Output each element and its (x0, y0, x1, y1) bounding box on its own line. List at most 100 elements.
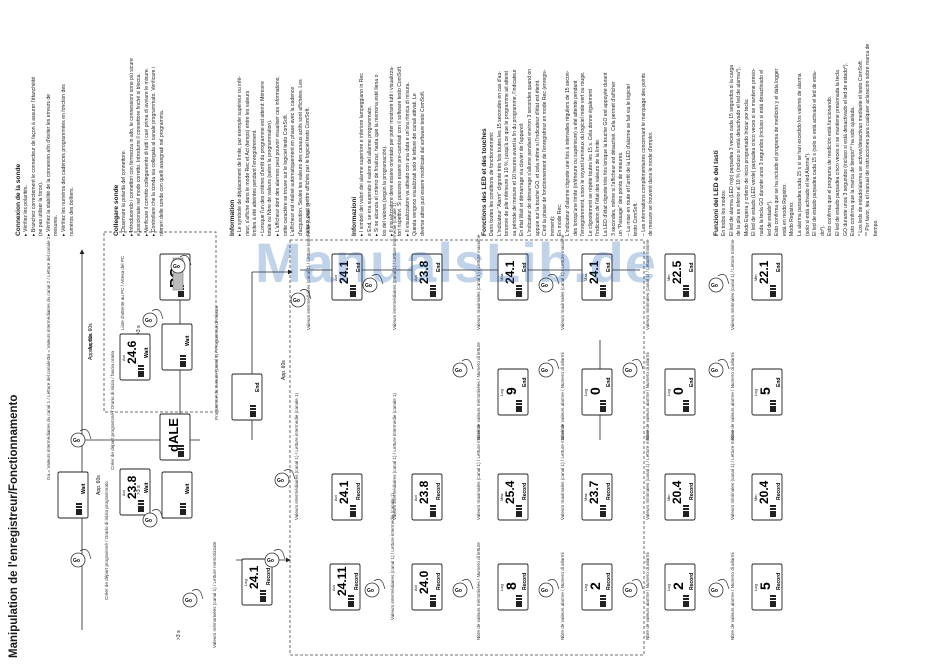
text-line: Modo Espera y criterio de inicio program… (743, 98, 750, 236)
svg-text:Go: Go (185, 598, 192, 604)
section-fonctions: Fonctions des LED et des touches Dans to… (480, 69, 656, 236)
svg-text:20.4: 20.4 (670, 480, 684, 504)
text-line: ▸ Introducendo i connettori con fermezza… (128, 58, 135, 236)
svg-text:23.8: 23.8 (125, 475, 139, 499)
svg-text:Log: Log (666, 389, 671, 396)
caption-count-h: Nbre de valeurs alarme / Numero di allar… (730, 352, 735, 440)
svg-text:24.6: 24.6 (125, 340, 139, 364)
caption-count-c: Nbre de valeurs alarme / Numero di allar… (560, 552, 565, 640)
svg-text:End: End (522, 378, 528, 387)
note-app-60s: App. 60s (96, 475, 102, 495)
svg-text:dALE: dALE (166, 418, 181, 452)
svg-text:Record: Record (776, 483, 782, 500)
informazioni-body: ▸ I simboli dei valori dei alarme superi… (359, 66, 427, 236)
lcd-end-program: End (231, 373, 263, 421)
svg-text:22.1: 22.1 (757, 260, 771, 284)
text-line: ▸ Osservare la polarità del connettore. (121, 149, 127, 236)
text-line: ▸ Vérifiez les numéros des cadences prog… (60, 84, 67, 236)
svg-text:22.5: 22.5 (670, 260, 684, 284)
text-line: ▸ Vérifiez les polarités. (23, 185, 29, 236)
svg-text:Min: Min (666, 495, 671, 501)
text-line: ** Por favor, lea el manual de instrucci… (865, 43, 872, 236)
text-line: testo ComSoft. (633, 202, 640, 236)
text-line: L'afficheur est réalisé automatiquement … (290, 86, 297, 236)
text-line: nada la tecla GO durante unos 3 segundos… (758, 69, 765, 236)
text-line: e posizionate nel modo corretto. Introdu… (136, 73, 143, 236)
text-line: – Les informations complémentaires conce… (640, 73, 647, 236)
funzioni-title: Funzioni del LED e dei tasti (713, 150, 720, 236)
svg-text:End: End (356, 263, 362, 272)
svg-text:Go: Go (541, 283, 548, 289)
text-line: de mesure se trouvent dans le mode d'emp… (648, 131, 655, 236)
text-line: Questa vengono visualizzati solo le lett… (412, 93, 419, 236)
svg-text:24.1: 24.1 (247, 565, 261, 589)
svg-text:End: End (606, 263, 612, 272)
text-line: Esto confirma que se ha incluido el prog… (774, 68, 781, 236)
text-line: Dans toutes les conditions de fonctionne… (489, 131, 495, 236)
text-line: appuie sur la touche GO, et cela même si… (534, 79, 541, 236)
text-line: L'indicateur d'alarme clignote une fois … (564, 70, 571, 236)
svg-text:24.1: 24.1 (337, 480, 351, 504)
svg-text:Go: Go (455, 368, 462, 374)
text-line: GO durante unos 3 segundos (incluso si e… (842, 62, 849, 236)
svg-text:23.8: 23.8 (417, 480, 431, 504)
text-line: En todos los modos: (721, 189, 727, 236)
svg-text:Go: Go (541, 588, 548, 594)
text-line: ▸ L'afficheur dont des alarmes peut pouv… (274, 76, 281, 236)
text-line: l'enregistrement, sinon le voyant lumine… (580, 71, 587, 236)
svg-text:Record: Record (522, 573, 528, 590)
svg-text:24.1: 24.1 (337, 260, 351, 284)
text-line: de la pila es inferior al 10 % (incluso … (736, 66, 743, 236)
svg-text:Record: Record (689, 483, 695, 500)
svg-text:Wait: Wait (185, 335, 191, 346)
caption-channel-2: Go = Valeurs intermédiaires du canal 2 /… (46, 236, 51, 360)
caption-pc-wait: Liste d'attente au PC / Attesa del PC (120, 255, 125, 330)
text-line: * Los leds de estado/alarma se activan/d… (857, 59, 864, 236)
text-line: La alarma parpadea cada 15 s si se han e… (796, 73, 803, 236)
text-line: rieur, s'affiche dans le mode Rec et Act… (244, 90, 251, 236)
caption-start-programmed: Créer de départ programmé / Orario di in… (104, 481, 109, 600)
svg-text:End: End (776, 263, 782, 272)
text-line: Esto confirma que la marca de tiempo** h… (850, 106, 857, 236)
lcd-wait-start: Wait (57, 471, 89, 519)
text-line: 3 secondes, même si l'afficheur est désa… (610, 81, 617, 236)
information-body: ▸ Le symbole de déplacement de limite, p… (237, 76, 313, 236)
svg-text:Go: Go (367, 588, 374, 594)
connexion-title: Connexion de la sonde (15, 163, 22, 236)
svg-text:Act: Act (413, 494, 418, 501)
text-line: ▸ Vérifiez la stabilité de la connexion … (45, 94, 52, 236)
text-line: numeri delle sonde con quelli assegnati … (158, 109, 165, 236)
svg-text:End: End (606, 378, 612, 387)
text-line: ▸ Controllare che la sonda sia collegata… (151, 66, 158, 236)
text-line: La LED d'état clignote très fois lorsque… (602, 72, 609, 236)
collegare-title: Collegare sonde (113, 184, 120, 236)
svg-text:9: 9 (503, 387, 519, 395)
caption-count-e: Nbre de valeurs alarme / Numero di allar… (645, 552, 650, 640)
svg-text:Record: Record (689, 573, 695, 590)
information-title: Information (229, 199, 236, 236)
funzioni-body: En todos los modos:El led de alarma (LED… (721, 44, 880, 236)
svg-text:Record: Record (354, 573, 360, 590)
text-line: El led de estado (LED verde) parpadea ci… (751, 68, 758, 236)
svg-text:Wait: Wait (81, 483, 87, 494)
text-line: sa période de mesure et 10 heures avant … (511, 69, 518, 236)
section-information: Information ▸ Le symbole de déplacement … (228, 76, 313, 236)
svg-text:Go: Go (711, 283, 718, 289)
caption-min-d: Valeurs minimales (canal 1) / Letture mi… (730, 239, 735, 330)
text-line: Modo Registro: (789, 201, 796, 236)
svg-text:2: 2 (587, 582, 603, 590)
svg-text:Go: Go (455, 588, 462, 594)
text-line: ▸ I simboli dei valori dei alarme superi… (359, 73, 365, 236)
